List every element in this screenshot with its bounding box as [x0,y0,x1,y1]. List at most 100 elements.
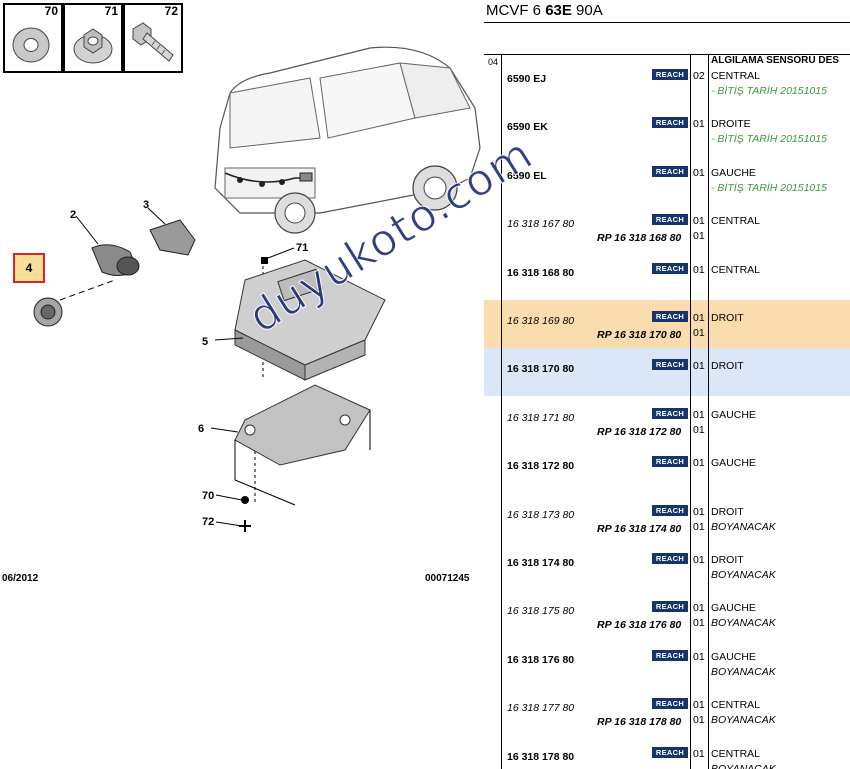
reach-badge: REACH [652,311,688,322]
quantity: 01 [693,360,705,373]
reach-badge: REACH [652,698,688,710]
part-number: 6590 EJ [507,73,547,85]
quantity: 01 [693,554,705,566]
reach-badge: REACH [652,601,688,613]
table-row[interactable]: 16 318 174 80 REACH 01 DROIT BOYANACAK [484,550,850,598]
callout-5: 5 [202,336,209,348]
part-number: 16 318 169 80 [507,315,575,327]
replacement-part: RP 16 318 176 80 [597,619,682,632]
part-number: 6590 EK [507,121,548,134]
ref-box-70[interactable]: 70 [3,3,63,73]
replacement-quantity: 01 [693,327,705,339]
description: GAUCHE [711,602,756,615]
header-rule [484,54,850,55]
replacement-part: RP 16 318 172 80 [597,425,682,438]
parts-table: MCVF 6 63E 90A 04 ALGILAMA SENSÖRÜ DES 6… [484,0,850,769]
quantity: 01 [693,118,705,131]
quantity: 01 [693,215,705,228]
column-divider [690,54,691,769]
description-note: BOYANACAK [711,762,776,769]
reach-badge: REACH [652,117,688,129]
reference-title: MCVF 6 63E 90A [484,0,850,23]
description: GAUCHE [711,408,756,421]
ecu-and-bracket [234,259,386,506]
reach-badge: REACH [652,553,688,564]
table-row[interactable]: 6590 EK REACH 01 DROITE - BİTİŞ TARİH 201510… [484,114,850,162]
quantity: 01 [693,650,705,663]
replacement-quantity: 01 [693,520,705,533]
description: GAUCHE [711,650,756,663]
replacement-quantity: 01 [693,714,705,727]
reach-badge: REACH [652,746,688,758]
replacement-quantity: 01 [693,230,705,243]
ref-box-72[interactable]: 72 [123,3,183,73]
description: DROITE [711,118,751,131]
quantity: 02 [693,70,705,82]
parts-diagram: 70 71 72 [2,3,481,584]
part-number: 16 318 172 80 [507,460,575,473]
column-header: ALGILAMA SENSÖRÜ DES [711,55,839,66]
reach-badge: REACH [652,504,688,516]
washer-icon [12,27,50,63]
description-note: - BİTİŞ TARİH 20151015 [711,181,827,194]
part-number: 16 318 176 80 [507,653,575,666]
quantity: 01 [693,505,705,518]
callout-4-highlighted[interactable]: 4 [13,253,45,283]
footer-date: 06/2012 [2,573,39,584]
quantity: 01 [693,312,705,324]
part-number: 16 318 178 80 [507,750,575,763]
description: CENTRAL [711,70,761,82]
description: DROIT [711,554,744,566]
bolt-icon [132,22,174,62]
ref-prefix: MCVF 6 [486,2,546,19]
description-note: BOYANACAK [711,714,776,727]
replacement-part: RP 16 318 178 80 [597,716,682,729]
description: GAUCHE [711,166,756,179]
part-number: 6590 EL [507,169,547,182]
reach-badge: REACH [652,649,688,661]
van-illustration [214,46,481,234]
callout-70: 70 [202,490,215,502]
part-number: 16 318 174 80 [507,557,575,569]
description: CENTRAL [711,263,761,276]
ref-suffix: 90A [571,2,603,19]
part-number: 16 318 171 80 [507,411,575,424]
column-divider [501,54,502,769]
quantity: 01 [693,263,705,276]
callout-72: 72 [202,516,215,528]
reach-badge: REACH [652,359,688,371]
nut-icon [73,28,113,64]
part-number: 16 318 175 80 [507,605,575,618]
callout-6: 6 [198,423,205,435]
quantity: 01 [693,166,705,179]
ref-box-71[interactable]: 71 [63,3,123,73]
ref-box-number: 72 [164,4,178,18]
part-number: 16 318 173 80 [507,508,575,521]
description: CENTRAL [711,215,761,228]
description: GAUCHE [711,457,756,470]
description-note: - BİTİŞ TARİH 20151015 [711,85,827,97]
ref-bold: 63E [545,2,572,19]
callout-3: 3 [143,199,150,211]
callout-2: 2 [70,209,77,221]
quantity: 01 [693,699,705,712]
reach-badge: REACH [652,456,688,468]
quantity: 01 [693,408,705,421]
description: CENTRAL [711,747,761,760]
description-note: BOYANACAK [711,569,776,581]
description: CENTRAL [711,699,761,712]
description-note: - BİTİŞ TARİH 20151015 [711,133,827,146]
